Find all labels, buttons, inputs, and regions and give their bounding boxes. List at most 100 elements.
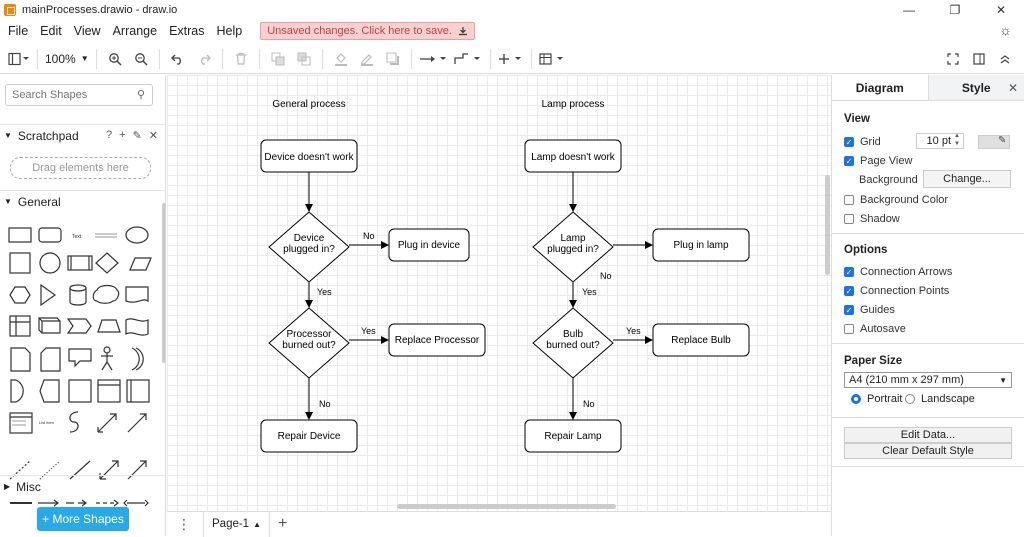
general-process-title[interactable]: General process <box>272 99 345 110</box>
close-icon[interactable]: ✕ <box>1008 81 1018 95</box>
zoom-out-button[interactable] <box>130 47 152 71</box>
to-front-button[interactable] <box>267 47 289 71</box>
undo-button[interactable] <box>167 47 189 71</box>
guides-checkbox[interactable]: ✓ <box>844 305 854 315</box>
add-page-icon[interactable]: + <box>278 515 287 533</box>
shadow-checkbox[interactable] <box>844 214 854 224</box>
collapse-toolbar-button[interactable] <box>994 47 1016 71</box>
change-background-button[interactable]: Change... <box>923 170 1011 188</box>
landscape-radio[interactable] <box>905 394 915 404</box>
shape-palette-icons[interactable]: Text <box>6 224 156 464</box>
misc-label: Misc <box>16 480 41 494</box>
edge-label-no: No <box>319 399 331 409</box>
edit-icon[interactable]: ✎ <box>133 129 142 142</box>
general-shapes-palette[interactable]: Text <box>6 224 156 517</box>
minimize-button[interactable]: — <box>886 0 932 20</box>
menu-edit[interactable]: Edit <box>36 24 66 38</box>
page-view-checkbox[interactable]: ✓ <box>844 156 854 166</box>
shadow-option[interactable]: Shadow <box>844 213 900 225</box>
line-color-button[interactable] <box>356 47 378 71</box>
connection-arrows-checkbox[interactable]: ✓ <box>844 267 854 277</box>
fullscreen-button[interactable] <box>942 47 964 71</box>
zoom-in-button[interactable] <box>104 47 126 71</box>
autosave-option[interactable]: Autosave <box>844 323 906 335</box>
to-back-icon <box>297 52 311 66</box>
menu-view[interactable]: View <box>70 24 105 38</box>
add-icon[interactable]: + <box>119 129 125 142</box>
connection-points-checkbox[interactable]: ✓ <box>844 286 854 296</box>
svg-text:Text: Text <box>72 234 82 240</box>
search-icon[interactable]: ⚲ <box>137 88 145 101</box>
lamp-process-title[interactable]: Lamp process <box>542 99 605 110</box>
grid-checkbox[interactable]: ✓ <box>844 137 854 147</box>
insert-button[interactable] <box>498 47 524 71</box>
background-label: Background <box>859 174 918 186</box>
waypoints-button[interactable] <box>453 47 483 71</box>
grid-size-value: 10 pt <box>927 135 951 147</box>
zoom-dropdown[interactable]: 100%▼ <box>45 47 89 71</box>
diagram-canvas[interactable]: General process Lamp process Device does… <box>167 75 831 511</box>
scratchpad-header[interactable]: ▼ Scratchpad ? + ✎ ✕ <box>0 124 166 146</box>
menu-help[interactable]: Help <box>213 24 247 38</box>
redo-button[interactable] <box>193 47 215 71</box>
fill-color-button[interactable] <box>330 47 352 71</box>
sidebar-scrollbar[interactable] <box>162 203 166 363</box>
theme-sun-icon[interactable]: ☼ <box>999 22 1012 38</box>
edge-label-no: No <box>600 271 612 281</box>
grid-size-stepper[interactable]: ▲▼ <box>954 132 960 148</box>
edge-label-yes: Yes <box>361 326 376 336</box>
shapes-sidebar: ⚲ ▼ Scratchpad ? + ✎ ✕ Drag elements her… <box>0 75 166 536</box>
flowchart[interactable]: General process Lamp process Device does… <box>167 75 831 511</box>
edit-color-icon[interactable]: ✎ <box>998 135 1006 146</box>
misc-header[interactable]: ▶ Misc <box>0 475 166 497</box>
to-back-button[interactable] <box>293 47 315 71</box>
grid-option[interactable]: ✓ Grid <box>844 136 881 148</box>
connection-arrows-option[interactable]: ✓ Connection Arrows <box>844 266 952 278</box>
toggle-panels-button[interactable] <box>8 47 30 71</box>
undo-icon <box>171 53 185 65</box>
connection-style-button[interactable] <box>419 47 449 71</box>
format-panel: Diagram Style ✕ View ✓ Grid 10 pt ▲▼ ✎ ✓… <box>831 75 1024 536</box>
tab-diagram[interactable]: Diagram <box>832 75 928 100</box>
clear-default-style-button[interactable]: Clear Default Style <box>844 443 1012 459</box>
connection-points-option[interactable]: ✓ Connection Points <box>844 285 949 297</box>
search-shapes-input[interactable] <box>5 84 153 106</box>
autosave-checkbox[interactable] <box>844 324 854 334</box>
menu-file[interactable]: File <box>4 24 32 38</box>
horizontal-scrollbar[interactable] <box>397 504 616 509</box>
paper-size-select[interactable]: A4 (210 mm x 297 mm) ▼ <box>844 372 1012 388</box>
menu-bar: File Edit View Arrange Extras Help Unsav… <box>0 20 1024 42</box>
delete-button[interactable] <box>230 47 252 71</box>
edit-data-button[interactable]: Edit Data... <box>844 427 1012 443</box>
close-icon[interactable]: ✕ <box>149 129 158 142</box>
label-plug-in-lamp: Plug in lamp <box>673 240 728 251</box>
close-window-button[interactable]: ✕ <box>978 0 1024 20</box>
pages-menu-icon[interactable]: ⋮ <box>177 516 191 533</box>
portrait-radio[interactable] <box>851 394 861 404</box>
more-shapes-button[interactable]: + More Shapes <box>37 507 129 531</box>
scratchpad-drop-area[interactable]: Drag elements here <box>10 157 151 179</box>
menu-extras[interactable]: Extras <box>165 24 208 38</box>
background-color-checkbox[interactable] <box>844 195 854 205</box>
guides-option[interactable]: ✓ Guides <box>844 304 895 316</box>
page-view-label: Page View <box>860 155 912 167</box>
shadow-button[interactable] <box>382 47 404 71</box>
vertical-scrollbar[interactable] <box>825 175 830 275</box>
table-button[interactable] <box>539 47 567 71</box>
page-view-option[interactable]: ✓ Page View <box>844 155 912 167</box>
landscape-option[interactable]: Landscape <box>905 393 975 405</box>
shadow-label: Shadow <box>860 213 900 225</box>
help-icon[interactable]: ? <box>106 129 112 142</box>
guides-label: Guides <box>860 304 895 316</box>
general-header[interactable]: ▼ General <box>0 190 166 212</box>
background-color-option[interactable]: Background Color <box>844 194 948 206</box>
unsaved-changes-button[interactable]: Unsaved changes. Click here to save. <box>260 22 475 40</box>
restore-button[interactable]: ❐ <box>932 0 978 20</box>
chevron-up-icon[interactable]: ▲ <box>253 520 261 529</box>
format-panel-button[interactable] <box>968 47 990 71</box>
collapse-triangle-icon: ▼ <box>4 197 12 206</box>
paper-size-value: A4 (210 mm x 297 mm) <box>849 374 964 386</box>
menu-arrange[interactable]: Arrange <box>109 24 161 38</box>
page-tab[interactable]: Page-1 ▲ <box>203 512 270 537</box>
portrait-option[interactable]: Portrait <box>851 393 902 405</box>
